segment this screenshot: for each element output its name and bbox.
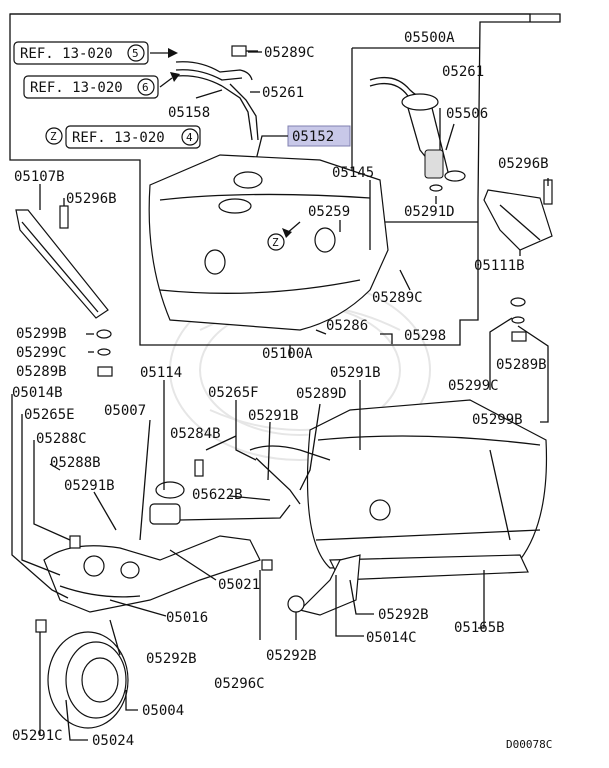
label-05291B-mid: 05291B [248, 408, 299, 424]
label-05296B-left: 05296B [66, 191, 117, 207]
label-05292B-left: 05292B [146, 651, 197, 667]
label-05298: 05298 [404, 328, 446, 344]
label-05024: 05024 [92, 733, 134, 749]
label-05291C: 05291C [12, 728, 63, 744]
label-05265F: 05265F [208, 385, 259, 401]
label-05004: 05004 [142, 703, 184, 719]
upper-group-frame [9, 13, 561, 346]
label-05288B: 05288B [50, 455, 101, 471]
svg-text:REF. 13-020: REF. 13-020 [20, 46, 113, 62]
drawing-number: D00078C [506, 738, 552, 751]
part-labels: 05289C 05261 05158 05500A 05261 05506 05… [12, 30, 552, 751]
label-05292B-mid: 05292B [266, 648, 317, 664]
label-05014B: 05014B [12, 385, 63, 401]
label-05158: 05158 [168, 105, 210, 121]
svg-text:Z: Z [50, 130, 57, 143]
label-05021: 05021 [218, 577, 260, 593]
svg-text:Z: Z [272, 236, 279, 249]
label-05299C-left: 05299C [16, 345, 67, 361]
label-05265E: 05265E [24, 407, 75, 423]
label-05259: 05259 [308, 204, 350, 220]
nut-washers-right[interactable] [510, 297, 527, 342]
nut-washers-left[interactable] [96, 329, 113, 377]
label-05299B-left: 05299B [16, 326, 67, 342]
label-05296C: 05296C [214, 676, 265, 692]
fuel-tank-upper[interactable]: Z [148, 154, 389, 331]
part-05152-highlight[interactable]: 05152 [287, 125, 351, 147]
label-05291B-top: 05291B [330, 365, 381, 381]
label-05289D: 05289D [296, 386, 347, 402]
label-05107B: 05107B [14, 169, 65, 185]
fuel-filler-lid[interactable] [47, 631, 129, 729]
ref-13-020-5[interactable]: REF. 13-020 5 [13, 41, 149, 65]
label-05296B-right: 05296B [498, 156, 549, 172]
fuel-tank-lower[interactable] [306, 399, 548, 581]
label-05506: 05506 [446, 106, 488, 122]
label-05291B-left: 05291B [64, 478, 115, 494]
label-05289C-mid: 05289C [372, 290, 423, 306]
ref-13-020-4[interactable]: Z REF. 13-020 4 [45, 125, 201, 149]
label-05016: 05016 [166, 610, 208, 626]
label-05286: 05286 [326, 318, 368, 334]
label-05289B-left: 05289B [16, 364, 67, 380]
label-05500A: 05500A [404, 30, 455, 46]
svg-text:4: 4 [186, 131, 193, 144]
breather-lines [175, 45, 259, 141]
label-05622B: 05622B [192, 487, 243, 503]
filler-neck-assembly[interactable] [35, 445, 361, 633]
label-05111B: 05111B [474, 258, 525, 274]
svg-text:5: 5 [132, 47, 139, 60]
label-05261-pump: 05261 [442, 64, 484, 80]
label-05007: 05007 [104, 403, 146, 419]
label-05261-top: 05261 [262, 85, 304, 101]
label-05114: 05114 [140, 365, 182, 381]
label-05289C-top: 05289C [264, 45, 315, 61]
label-05289B-right: 05289B [496, 357, 547, 373]
label-05100A: 05100A [262, 346, 313, 362]
label-05292B-right: 05292B [378, 607, 429, 623]
label-05299C-right: 05299C [448, 378, 499, 394]
label-05014C: 05014C [366, 630, 417, 646]
label-05145: 05145 [332, 165, 374, 181]
tank-strap-right[interactable] [483, 179, 553, 251]
svg-text:6: 6 [142, 81, 149, 94]
label-05299B-right: 05299B [472, 412, 523, 428]
tank-strap-left[interactable] [15, 205, 109, 319]
leader-lines [11, 51, 549, 741]
label-05288C: 05288C [36, 431, 87, 447]
svg-text:REF. 13-020: REF. 13-020 [72, 130, 165, 146]
label-05284B: 05284B [170, 426, 221, 442]
label-05291D: 05291D [404, 204, 455, 220]
label-05165B: 05165B [454, 620, 505, 636]
svg-text:05152: 05152 [292, 129, 334, 145]
fuel-pump-assembly[interactable] [369, 76, 466, 192]
ref-13-020-6[interactable]: REF. 13-020 6 [23, 75, 159, 99]
svg-text:REF. 13-020: REF. 13-020 [30, 80, 123, 96]
